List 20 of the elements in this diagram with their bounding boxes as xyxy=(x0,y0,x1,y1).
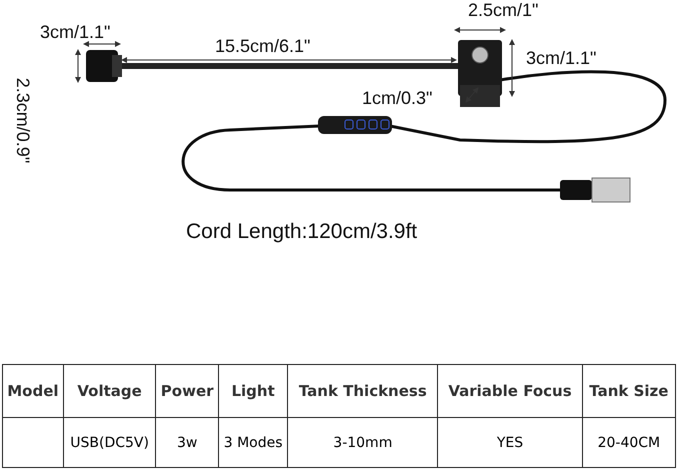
cord-length-label: Cord Length:120cm/3.9ft xyxy=(186,220,418,244)
dimension-label: 2.3cm/0.9" xyxy=(12,78,34,164)
table-header-cell: Tank Thickness xyxy=(288,364,438,418)
dimension-label: 1cm/0.3" xyxy=(362,88,432,109)
table-cell: 3w xyxy=(156,418,218,468)
table-cell: 20-40CM xyxy=(582,418,676,468)
table-cell: YES xyxy=(438,418,582,468)
table-header-cell: Light xyxy=(218,364,288,418)
table-header-cell: Voltage xyxy=(63,364,156,418)
table-cell: 3-10mm xyxy=(288,418,438,468)
table-cell: USB(DC5V) xyxy=(63,418,156,468)
table-header-cell: Tank Size xyxy=(582,364,676,418)
table-header-cell: Power xyxy=(156,364,218,418)
table-cell: 3 Modes xyxy=(218,418,288,468)
dimension-label: 2.5cm/1" xyxy=(468,0,538,21)
table-header-cell: Model xyxy=(2,364,64,418)
dimension-label: 3cm/1.1" xyxy=(526,48,596,69)
dimension-label: 3cm/1.1" xyxy=(40,22,110,43)
table-header-cell: Variable Focus xyxy=(438,364,582,418)
dimension-label: 15.5cm/6.1" xyxy=(215,36,310,57)
